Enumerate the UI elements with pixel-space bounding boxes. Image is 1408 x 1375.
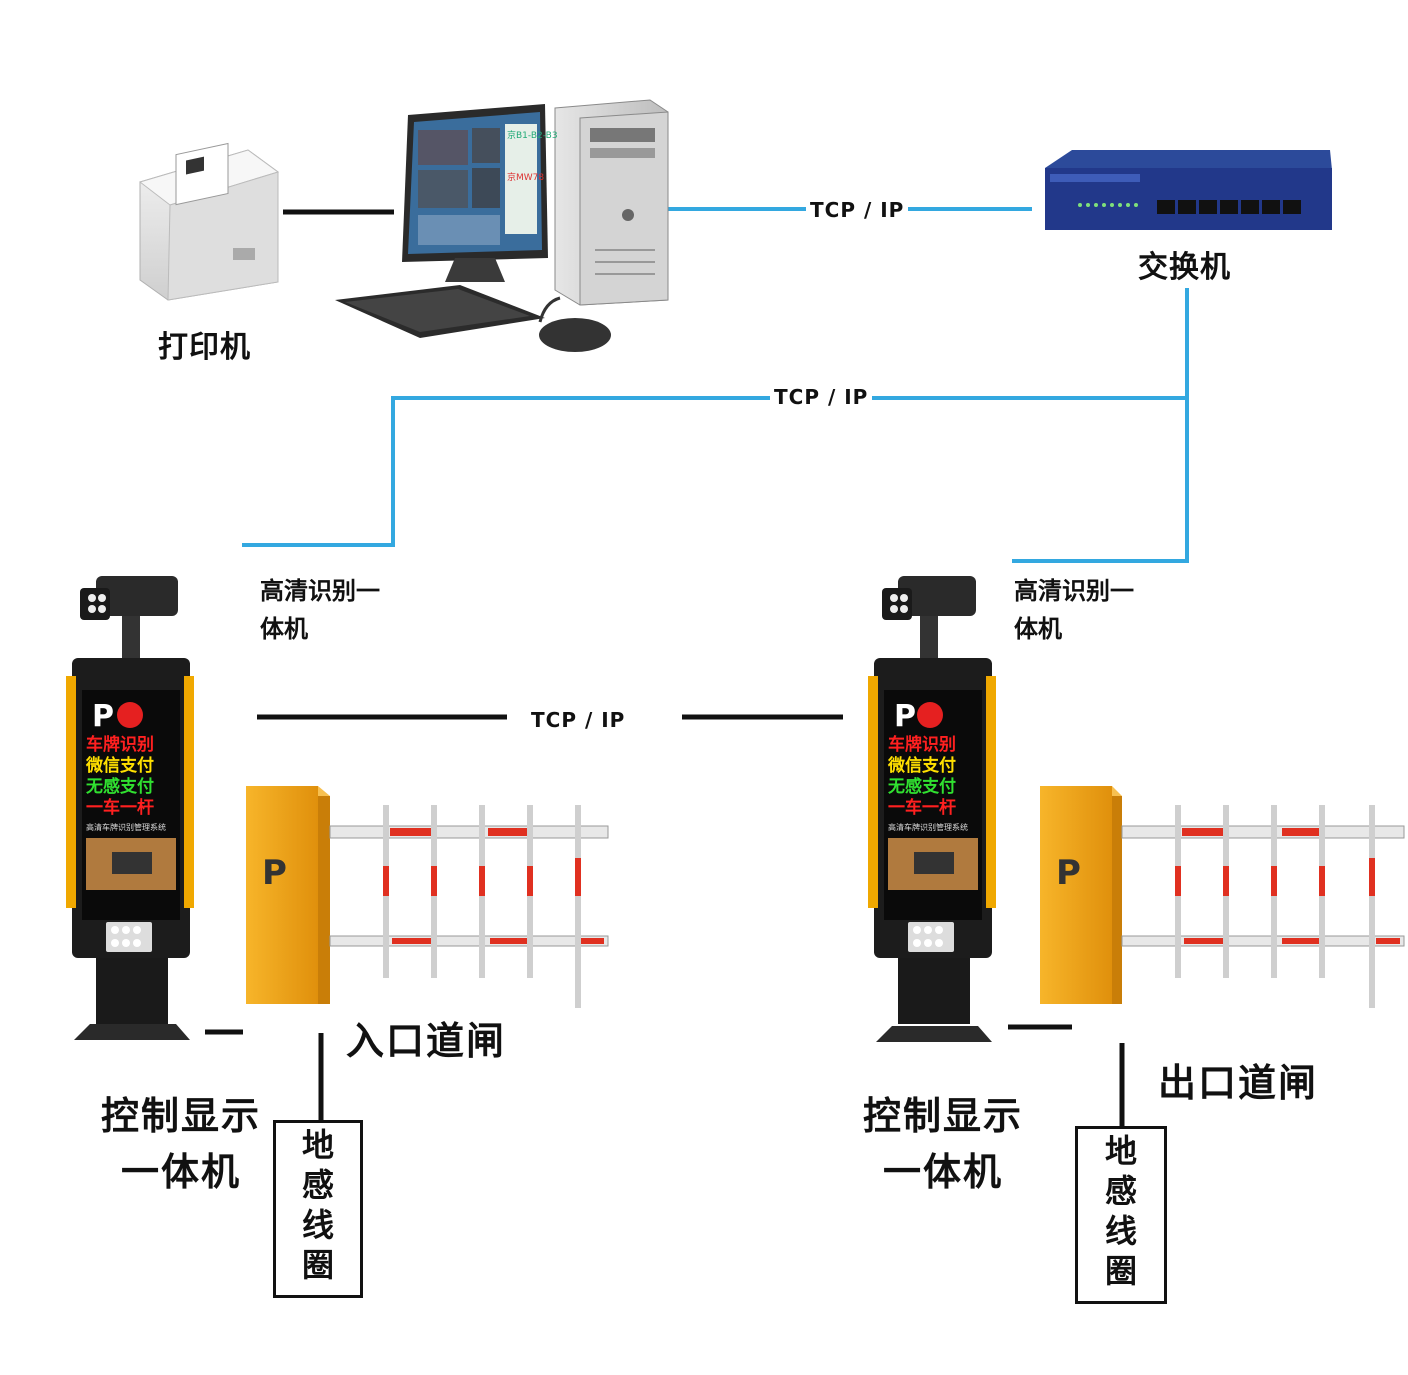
switch-label: 交换机 xyxy=(1138,250,1231,285)
black-wires xyxy=(205,209,1125,1128)
right-kiosk-brand: P xyxy=(894,699,916,734)
right-kiosk-icon: P 车牌识别 微信支付 无感支付 一车一杆 高清车牌识别管理系统 xyxy=(868,576,996,1042)
right-kiosk-line1: 车牌识别 xyxy=(888,734,956,755)
left-kiosk-line4: 一车一杆 xyxy=(86,797,154,818)
computer-icon: 京B1-B2-B3 京MW78 xyxy=(335,99,669,352)
right-control-label: 控制显示一体机 xyxy=(862,1094,1023,1194)
left-kiosk-brand: P xyxy=(92,699,114,734)
network-lines xyxy=(242,207,1189,563)
pc-switch-link-label: TCP / IP xyxy=(806,198,909,222)
right-kiosk-footer: 高清车牌识别管理系统 xyxy=(888,822,968,832)
svg-text:P: P xyxy=(262,853,287,893)
left-loop-label: 地感线圈 xyxy=(301,1126,334,1284)
left-kiosk-line2: 微信支付 xyxy=(85,755,154,776)
right-loop-label: 地感线圈 xyxy=(1104,1132,1137,1290)
exit-gate-icon: P xyxy=(1040,786,1405,1008)
right-kiosk-line2: 微信支付 xyxy=(887,755,956,776)
printer-label: 打印机 xyxy=(158,330,251,365)
left-camera-label: 高清识别一体机 xyxy=(260,577,380,643)
svg-text:P: P xyxy=(1056,853,1081,893)
right-loop-box: 地感线圈 xyxy=(1075,1126,1167,1304)
right-kiosk-line4: 一车一杆 xyxy=(888,797,956,818)
right-kiosk-line3: 无感支付 xyxy=(887,776,956,797)
left-kiosk-icon: P 车牌识别 微信支付 无感支付 一车一杆 高清车牌识别管理系统 xyxy=(66,576,194,1040)
switch-camera-link-label: TCP / IP xyxy=(770,385,873,409)
left-kiosk-line3: 无感支付 xyxy=(85,776,154,797)
entry-gate-label: 入口道闸 xyxy=(346,1019,507,1063)
monitor-plate-top: 京B1-B2-B3 xyxy=(507,129,558,141)
left-kiosk-footer: 高清车牌识别管理系统 xyxy=(86,822,166,832)
monitor-plate-mid: 京MW78 xyxy=(507,171,544,183)
left-loop-box: 地感线圈 xyxy=(273,1120,363,1298)
unit-link-label: TCP / IP xyxy=(527,708,630,732)
right-camera-label: 高清识别一体机 xyxy=(1014,577,1134,643)
left-control-label: 控制显示一体机 xyxy=(100,1094,261,1194)
switch-icon xyxy=(1045,150,1332,230)
printer-icon xyxy=(138,142,280,301)
switch-right-camera-line xyxy=(1012,288,1189,563)
switch-left-camera-line xyxy=(242,396,1187,547)
exit-gate-label: 出口道闸 xyxy=(1158,1061,1319,1105)
entry-gate-icon: P xyxy=(246,786,609,1008)
left-kiosk-line1: 车牌识别 xyxy=(86,734,154,755)
